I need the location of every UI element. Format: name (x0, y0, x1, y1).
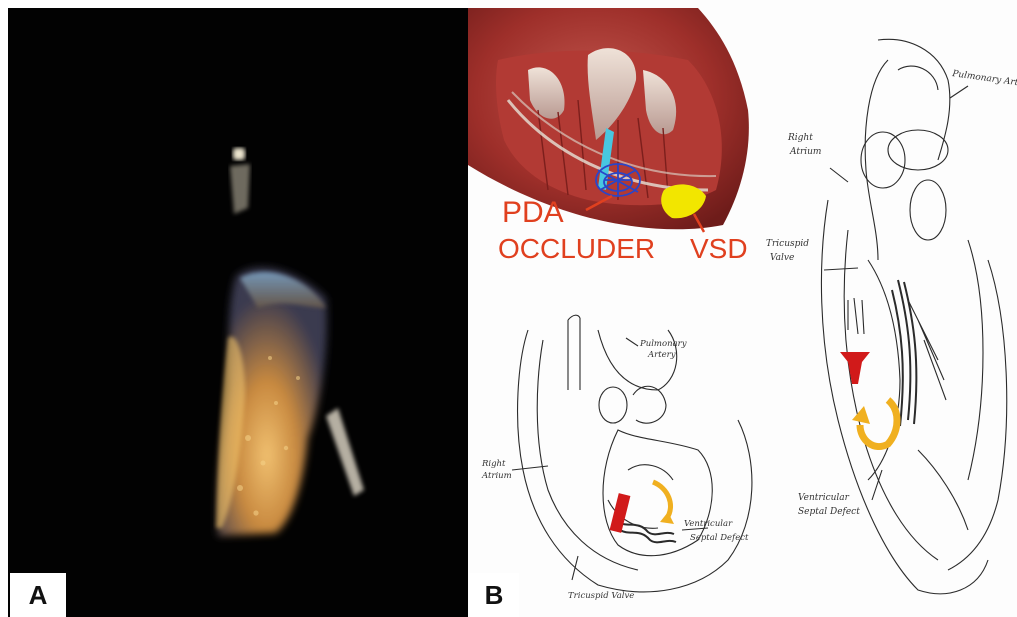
label-pulmonary-small-1: Pulmonary (639, 339, 687, 349)
label-tricuspid-small: Tricuspid Valve (568, 591, 634, 601)
panel-letter-a: A (10, 573, 66, 617)
label-right-atrium-large-2: Atrium (789, 147, 821, 157)
occluder-marker-small (610, 493, 631, 533)
heart-cutaway-illustration: PDA OCCLUDER VSD (468, 8, 749, 264)
occluder-marker-large (840, 352, 870, 384)
label-vsd-small-2: Septal Defect (690, 533, 749, 543)
label-vsd: VSD (690, 233, 748, 264)
label-occluder: OCCLUDER (498, 233, 655, 264)
label-right-atrium-large-1: Right (787, 133, 813, 143)
flow-arrowhead-small (660, 512, 674, 524)
panel-b-illustrations: PDA OCCLUDER VSD (468, 0, 1017, 617)
illustration-canvas: PDA OCCLUDER VSD (468, 0, 1017, 617)
label-tricuspid-large-2: Valve (770, 253, 794, 263)
echo-image (8, 8, 468, 617)
label-vsd-large-2: Septal Defect (798, 507, 860, 517)
label-vsd-small-1: Ventricular (684, 519, 733, 529)
sketch-small (512, 315, 752, 592)
panel-letter-b: B (469, 573, 519, 617)
label-tricuspid-large-1: Tricuspid (766, 239, 809, 249)
label-right-atrium-small-2: Atrium (481, 471, 512, 481)
flow-arrow-large (860, 400, 897, 447)
echo-septal-extension (326, 408, 364, 496)
label-right-atrium-small-1: Right (481, 459, 506, 469)
label-pda: PDA (502, 196, 564, 229)
panel-a-3d-echo (8, 8, 468, 617)
echo-top-structure (230, 164, 250, 214)
label-pulmonary-small-2: Artery (647, 350, 676, 360)
label-pulmonary-large: Pulmonary Artery (951, 69, 1017, 90)
echo-top-speck (233, 148, 245, 160)
flow-arrowhead-large (852, 406, 870, 424)
label-vsd-large-1: Ventricular (798, 493, 850, 503)
